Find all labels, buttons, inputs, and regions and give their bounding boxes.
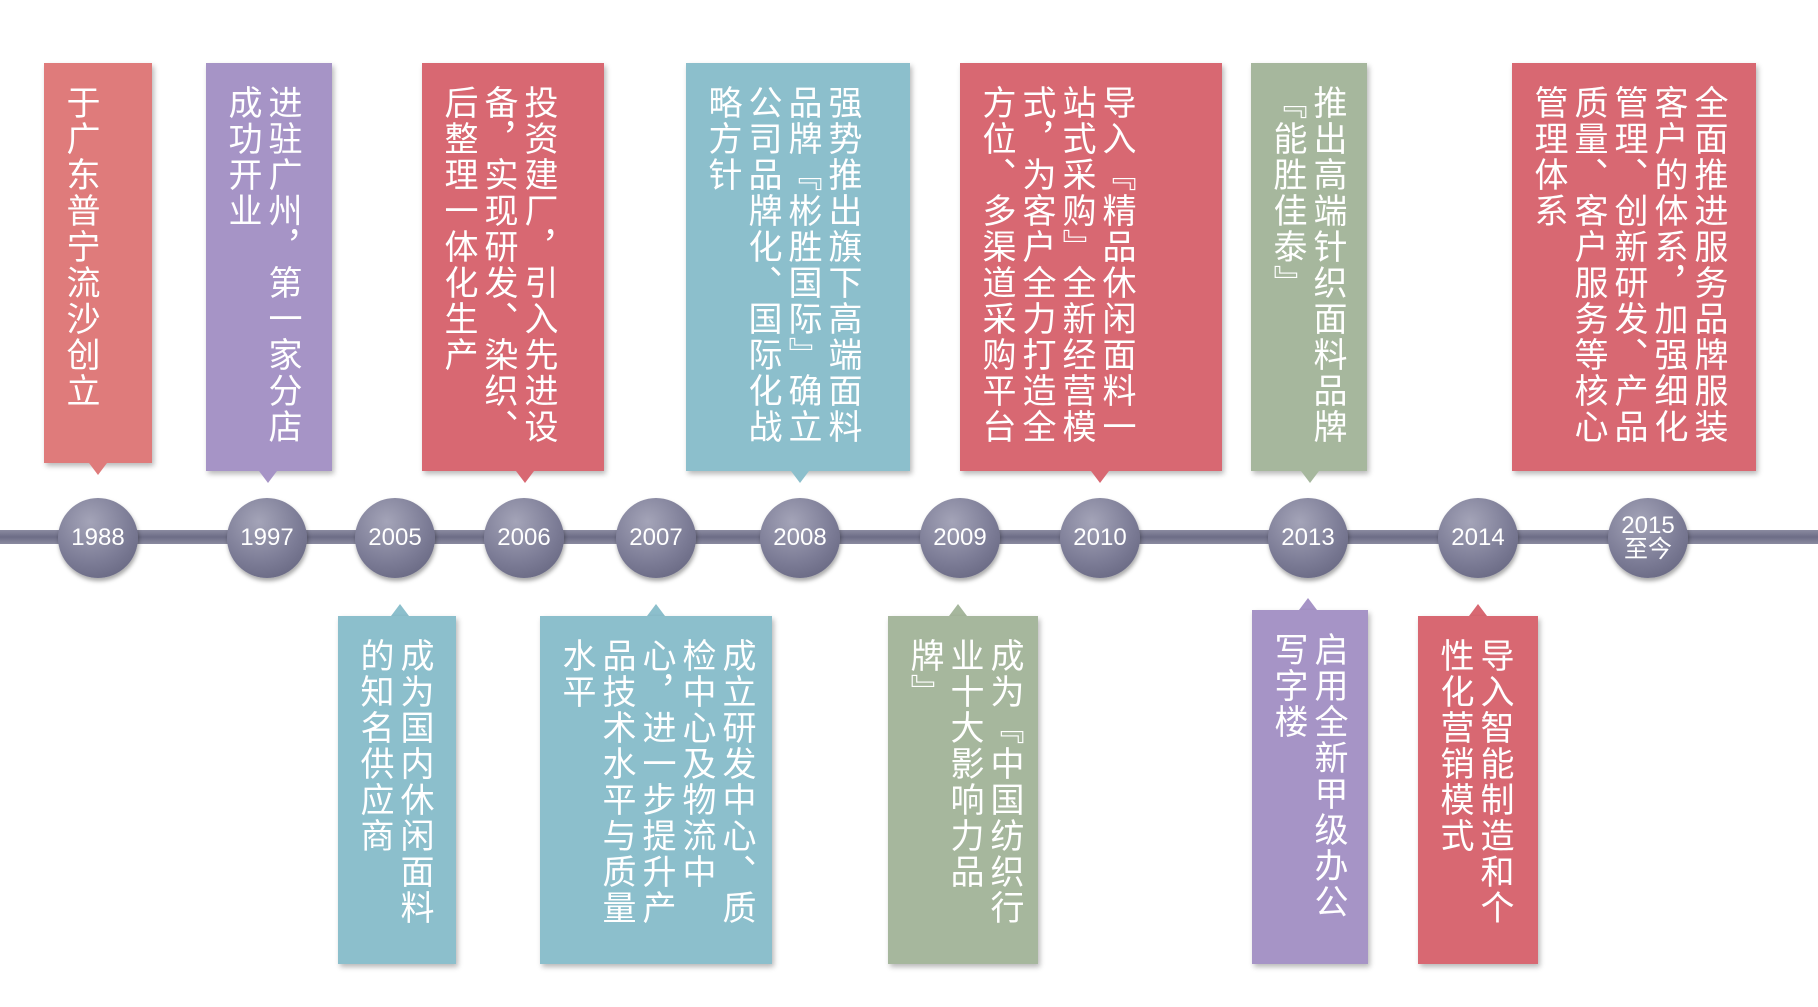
event-text: 成为国内休闲面料的知名供应商 [354,638,434,926]
event-2015: 全面推进服务品牌服装客户的体系，加强细化管理、创新研发、产品质量、客户服务等核心… [1512,63,1756,471]
event-1997: 进驻广州，第一家分店成功开业 [206,63,332,471]
event-text: 导入『精品休闲面料一站式采购』全新经营模式，为客户全力打造全方位、多渠道采购平台 [976,85,1136,445]
pointer-2008 [791,471,809,483]
year-label: 2014 [1451,524,1505,551]
event-2008: 强势推出旗下高端面料品牌『彬胜国际』确立公司品牌化、国际化战略方针 [686,63,910,471]
event-text: 导入智能制造和个性化营销模式 [1434,638,1514,926]
year-sublabel: 至今 [1624,536,1672,563]
pointer-1997 [259,471,277,483]
year-label: 1988 [71,524,125,551]
year-node-2008: 2008 [760,498,840,578]
year-label: 2006 [497,524,551,551]
event-2010: 导入『精品休闲面料一站式采购』全新经营模式，为客户全力打造全方位、多渠道采购平台 [960,63,1222,471]
pointer-1988 [89,463,107,475]
year-node-2005: 2005 [355,498,435,578]
event-text: 成为『中国纺织行业十大影响力品牌』 [904,638,1024,926]
event-text: 启用全新甲级办公写字楼 [1268,632,1348,920]
event-2006: 投资建厂，引入先进设备，实现研发、染织、后整理一体化生产 [422,63,604,471]
year-node-2014: 2014 [1438,498,1518,578]
year-label: 2015 [1621,512,1675,539]
year-label: 1997 [240,524,294,551]
event-1988: 于广东普宁流沙创立 [44,63,152,463]
pointer-2010 [1091,471,1109,483]
pointer-2005 [391,604,409,616]
year-node-2010: 2010 [1060,498,1140,578]
year-node-2013: 2013 [1268,498,1348,578]
event-text: 成立研发中心、质检中心及物流中心，进一步提升产品技术水平与质量水平 [556,638,756,926]
year-node-2015: 2015 至今 [1608,498,1688,578]
event-text: 推出高端针织面料品牌『能胜佳泰』 [1267,85,1347,445]
pointer-2013 [1301,471,1319,483]
event-2013-bottom: 启用全新甲级办公写字楼 [1252,610,1368,964]
year-node-2007: 2007 [616,498,696,578]
year-label: 2007 [629,524,683,551]
year-label: 2009 [933,524,987,551]
year-node-1988: 1988 [58,498,138,578]
pointer-2007 [647,604,665,616]
pointer-2014 [1469,604,1487,616]
event-text: 全面推进服务品牌服装客户的体系，加强细化管理、创新研发、产品质量、客户服务等核心… [1528,85,1728,445]
year-label: 2010 [1073,524,1127,551]
year-label: 2005 [368,524,422,551]
event-text: 强势推出旗下高端面料品牌『彬胜国际』确立公司品牌化、国际化战略方针 [702,85,862,445]
event-2007: 成立研发中心、质检中心及物流中心，进一步提升产品技术水平与质量水平 [540,616,772,964]
year-node-1997: 1997 [227,498,307,578]
pointer-2009 [949,604,967,616]
pointer-2006 [516,471,534,483]
event-text: 于广东普宁流沙创立 [60,85,100,409]
event-2013: 推出高端针织面料品牌『能胜佳泰』 [1251,63,1367,471]
timeline-axis [0,530,1818,544]
year-label: 2013 [1281,524,1335,551]
event-2014: 导入智能制造和个性化营销模式 [1418,616,1538,964]
event-text: 进驻广州，第一家分店成功开业 [222,85,302,445]
year-node-2006: 2006 [484,498,564,578]
pointer-2013-bottom [1299,598,1317,610]
event-text: 投资建厂，引入先进设备，实现研发、染织、后整理一体化生产 [438,85,558,445]
event-2009: 成为『中国纺织行业十大影响力品牌』 [888,616,1038,964]
year-node-2009: 2009 [920,498,1000,578]
year-label: 2008 [773,524,827,551]
event-2005: 成为国内休闲面料的知名供应商 [338,616,456,964]
